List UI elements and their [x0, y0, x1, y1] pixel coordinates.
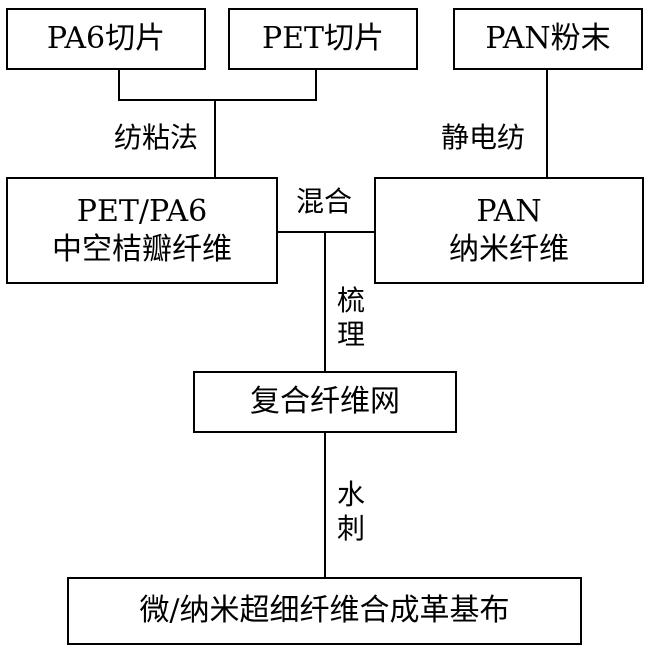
segmented-fiber-label-line1: PET/PA6 [76, 194, 208, 229]
segmented-fiber-label-line2: 中空桔瓣纤维 [52, 231, 232, 267]
composite-fiber-web-box: 复合纤维网 [193, 371, 457, 433]
pet-pa6-segmented-fiber-box: PET/PA6 中空桔瓣纤维 [6, 177, 278, 284]
carding-label: 梳理 [336, 284, 366, 352]
carding-connector [324, 231, 326, 371]
mixing-bar [278, 231, 374, 233]
final-product-box: 微/纳米超细纤维合成革基布 [67, 577, 582, 645]
composite-fiber-web-label: 复合纤维网 [250, 384, 400, 420]
spunbond-label: 纺粘法 [114, 121, 199, 154]
mixing-label: 混合 [296, 185, 353, 218]
pa6-chips-label: PA6切片 [46, 21, 166, 57]
pan-nanofiber-label-line1: PAN [476, 194, 542, 229]
pet-down-connector [315, 70, 317, 100]
spunbond-connector [214, 99, 216, 177]
pet-chips-label: PET切片 [261, 21, 385, 57]
pa6-chips-box: PA6切片 [6, 8, 206, 70]
pan-powder-box: PAN粉末 [453, 8, 643, 70]
pan-powder-down-connector [546, 70, 548, 177]
hydroentangling-connector [324, 433, 326, 577]
pa6-down-connector [118, 70, 120, 100]
electrospinning-label: 静电纺 [441, 121, 526, 154]
pan-nanofiber-label-line2: 纳米纤维 [449, 231, 569, 267]
hydroentangling-label: 水刺 [336, 478, 366, 546]
pan-powder-label: PAN粉末 [485, 21, 611, 57]
pa6-pet-merge-bar [118, 99, 317, 101]
pan-nanofiber-box: PAN 纳米纤维 [374, 177, 644, 284]
final-product-label: 微/纳米超细纤维合成革基布 [139, 593, 510, 629]
pet-chips-box: PET切片 [228, 8, 418, 70]
